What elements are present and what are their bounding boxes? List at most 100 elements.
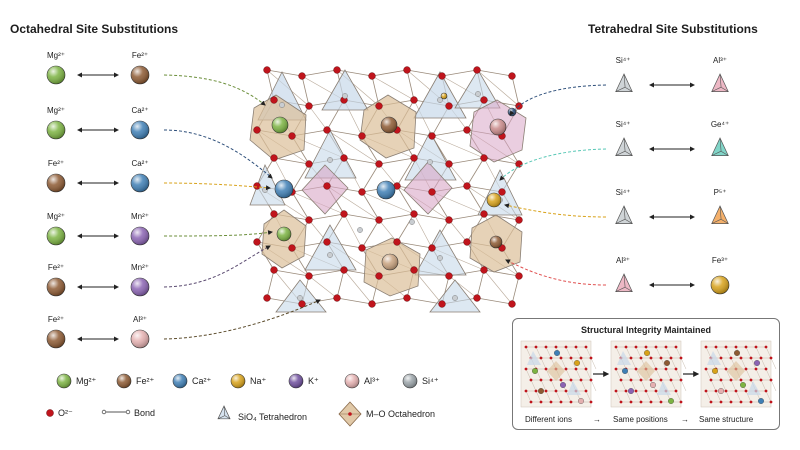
oxygen-atom	[480, 266, 488, 274]
oxygen-atom	[340, 154, 348, 162]
connector-line	[163, 182, 271, 191]
mini-ion	[628, 388, 634, 394]
mini-ion	[650, 382, 656, 388]
legend-ion-swatch	[116, 373, 132, 389]
silicon-atom	[327, 252, 333, 258]
legend-ion-swatch	[344, 373, 360, 389]
caption-same-positions: Same positions	[613, 415, 668, 424]
oxygen-atom	[358, 132, 366, 140]
oxygen-atom	[445, 272, 453, 280]
oxygen-atom	[270, 96, 278, 104]
mini-ion	[718, 388, 724, 394]
octahedral-substitution-list: Mg²⁺Fe²⁺Mg²⁺Ca²⁺Fe²⁺Ca²⁺Mg²⁺Mn²⁺Fe²⁺Mn²⁺…	[46, 51, 150, 349]
lattice-cation-ca	[376, 180, 396, 200]
tetra-right-label: Ge⁴⁺	[711, 120, 729, 129]
oxygen-atom	[515, 272, 523, 280]
oxygen-atom	[438, 72, 446, 80]
silicon-atom	[452, 295, 458, 301]
legend-ion-swatch	[172, 373, 188, 389]
legend-octahedron-label: M–O Octahedron	[366, 409, 435, 419]
oxygen-atom	[445, 216, 453, 224]
tetra-right-shape	[711, 73, 729, 92]
oxygen-atom	[305, 216, 313, 224]
oxygen-atom	[463, 126, 471, 134]
lattice-octahedron	[301, 164, 349, 215]
silicon-atom	[357, 227, 363, 233]
legend-ion-label: Al³⁺	[364, 376, 380, 386]
tetra-right-ion	[710, 275, 730, 295]
tetra-right-label: P⁵⁺	[714, 188, 727, 197]
connector-line	[163, 299, 321, 340]
mini-ion	[554, 350, 560, 356]
legend-bond-label: Bond	[134, 408, 155, 418]
integrity-panel: Structural Integrity Maintained Differen…	[512, 318, 780, 430]
oxygen-atom	[368, 72, 376, 80]
oxygen-atom	[410, 154, 418, 162]
oxygen-atom	[253, 126, 261, 134]
octa-right-label: Al³⁺	[133, 315, 147, 324]
mini-ion	[578, 398, 584, 404]
oxygen-atom	[333, 294, 341, 302]
oxygen-atom	[410, 96, 418, 104]
integrity-graphic	[520, 340, 777, 408]
connector-line	[163, 74, 266, 106]
lattice-tetrahedron	[304, 224, 357, 271]
mini-ion	[758, 398, 764, 404]
legend-oxygen-swatch	[46, 409, 54, 417]
octa-left-ion	[46, 226, 66, 246]
octa-right-ion	[130, 173, 150, 193]
oxygen-atom	[480, 96, 488, 104]
octa-left-label: Mg²⁺	[47, 212, 65, 221]
legend-ion-label: K⁺	[308, 376, 319, 386]
mini-ion	[560, 382, 566, 388]
oxygen-atom	[463, 182, 471, 190]
oxygen-atom	[393, 238, 401, 246]
integrity-title: Structural Integrity Maintained	[580, 325, 712, 335]
mini-ion	[740, 382, 746, 388]
octa-left-label: Mg²⁺	[47, 106, 65, 115]
oxygen-atom	[253, 238, 261, 246]
oxygen-atom	[305, 272, 313, 280]
oxygen-atom	[340, 266, 348, 274]
oxygen-atom	[323, 182, 331, 190]
legend-ion-swatch	[402, 373, 418, 389]
tetrahedral-substitution-list: Si⁴⁺Al³⁺Si⁴⁺Ge⁴⁺Si⁴⁺P⁵⁺Al³⁺Fe³⁺	[615, 56, 730, 295]
legend-ion-swatch	[56, 373, 72, 389]
connector-line	[163, 230, 273, 237]
tetra-left-label: Si⁴⁺	[616, 188, 631, 197]
octa-right-ion	[130, 226, 150, 246]
oxygen-atom	[368, 300, 376, 308]
octahedral-title: Octahedral Site Substitutions	[10, 22, 179, 36]
octa-right-ion	[130, 120, 150, 140]
octa-right-label: Ca²⁺	[131, 106, 148, 115]
connector-line	[505, 259, 607, 286]
silicon-atom	[279, 102, 285, 108]
caption-same-structure: Same structure	[699, 415, 754, 424]
octa-right-label: Ca²⁺	[131, 159, 148, 168]
oxygen-atom	[298, 72, 306, 80]
oxygen-atom	[410, 266, 418, 274]
oxygen-atom	[288, 132, 296, 140]
octa-right-ion	[130, 329, 150, 349]
oxygen-atom	[305, 102, 313, 110]
octa-left-ion	[46, 173, 66, 193]
oxygen-atom	[333, 66, 341, 74]
connector-line	[163, 245, 271, 288]
silicon-atom	[342, 93, 348, 99]
oxygen-atom	[480, 154, 488, 162]
oxygen-atom	[375, 160, 383, 168]
tetra-left-shape	[615, 73, 633, 92]
silicon-atom	[427, 159, 433, 165]
mini-ion	[668, 398, 674, 404]
oxygen-atom	[340, 210, 348, 218]
oxygen-atom	[445, 102, 453, 110]
tetra-left-shape	[615, 273, 633, 292]
connector-line	[509, 84, 607, 116]
mini-ion	[622, 368, 628, 374]
oxygen-atom	[428, 132, 436, 140]
tetra-right-shape	[711, 205, 729, 224]
oxygen-atom	[270, 266, 278, 274]
oxygen-atom	[403, 66, 411, 74]
